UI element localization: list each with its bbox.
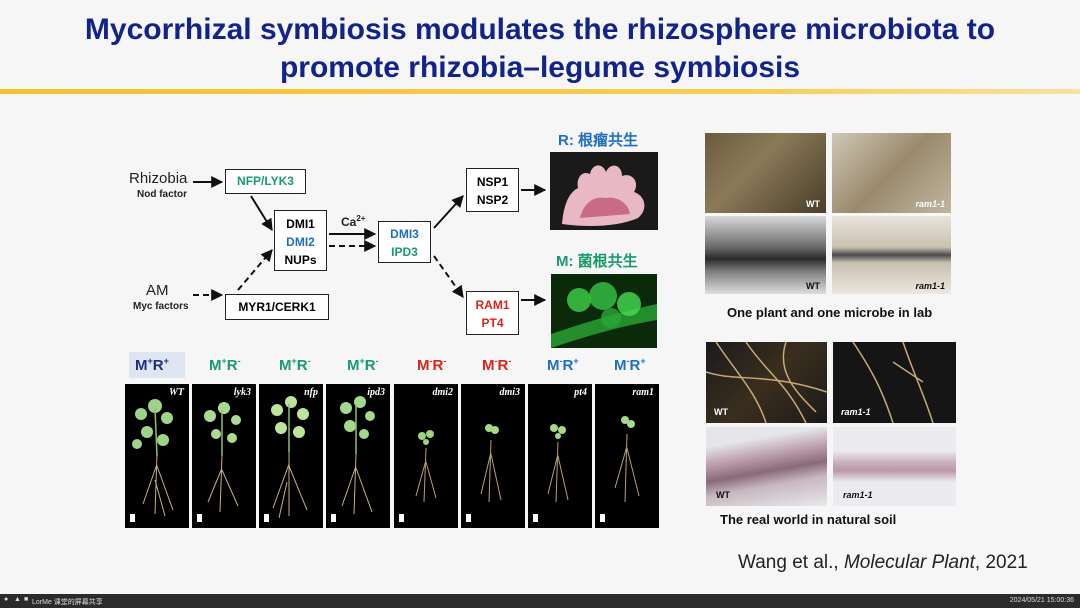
plant-label: ipd3 <box>367 387 385 398</box>
photo-label-wt: WT <box>716 490 730 500</box>
plant-panel-wt: WT <box>125 384 189 528</box>
plant-label: pt4 <box>574 387 587 398</box>
arrow-dmi3-nsp <box>433 195 464 229</box>
rhizobia-label: Rhizobia <box>129 170 188 187</box>
plant-label: nfp <box>304 387 318 398</box>
photo-label-wt: WT <box>806 199 820 209</box>
datetime: 2024/05/21 15:00:36 <box>1009 597 1074 604</box>
pathway-arrows <box>193 176 547 306</box>
plant-label: ram1 <box>632 387 654 398</box>
plant-label: WT <box>169 387 184 398</box>
dmi2-label: DMI2 <box>286 235 315 249</box>
dmi1-dmi2-nups-box: DMI1 DMI2 NUPs <box>274 210 327 271</box>
nsp1-nsp2-box: NSP1 NSP2 <box>466 168 519 212</box>
myc-factors-label: Myc factors <box>133 301 189 312</box>
genotype-label-1: M+R+ <box>135 356 169 374</box>
slide: Mycorrhizal symbiosis modulates the rhiz… <box>0 13 1080 574</box>
genotype-label-2: M+R- <box>209 356 241 374</box>
genotype-label-6: M-R- <box>482 356 512 374</box>
calcium-label: Ca2+ <box>341 214 365 229</box>
lab-photo-wt-section: WT <box>705 216 826 294</box>
scale-bar <box>264 514 269 522</box>
citation-authors: Wang et al., <box>738 552 844 573</box>
taskbar: ● ▲ ■ LorMe 课堂的屏幕共享 2024/05/21 15:00:36 <box>0 594 1080 608</box>
arrow-nfp-dmi1 <box>250 195 273 232</box>
soil-photo-ram1-roots: ram1-1 <box>833 342 956 423</box>
scale-bar <box>130 514 135 522</box>
am-label: AM <box>146 282 169 299</box>
mycorrhiza-image <box>551 274 657 348</box>
dmi1-label: DMI1 <box>286 217 315 231</box>
genotype-label-8: M-R+ <box>614 356 646 374</box>
shield-icon[interactable]: ■ <box>24 596 29 603</box>
soil-photo-wt-section: WT <box>706 427 827 506</box>
nodule-image <box>550 152 658 230</box>
soil-photo-ram1-section: ram1-1 <box>833 427 956 506</box>
plant-label: lyk3 <box>233 387 251 398</box>
photo-label-ram1: ram1-1 <box>915 199 945 209</box>
lab-photo-ram1-section: ram1-1 <box>832 216 951 294</box>
plant-label: dmi2 <box>432 387 453 398</box>
nsp1-label: NSP1 <box>476 175 509 189</box>
person-icon[interactable]: ● <box>4 596 9 603</box>
genotype-label-7: M-R+ <box>547 356 579 374</box>
slide-title-line2: promote rhizobia–legume symbiosis <box>279 51 801 84</box>
photo-label-wt: WT <box>806 281 820 291</box>
scale-bar <box>331 514 336 522</box>
arrow-myr1-dmi1 <box>237 249 273 291</box>
dmi3-ipd3-box: DMI3 IPD3 <box>378 221 431 263</box>
soil-photo-wt-roots: WT <box>706 342 827 423</box>
genotype-highlight <box>129 352 185 378</box>
genotype-label-4: M+R- <box>347 356 379 374</box>
myr1-cerk1-box: MYR1/CERK1 <box>225 294 329 320</box>
scale-bar <box>399 514 404 522</box>
nod-factor-label: Nod factor <box>137 189 187 200</box>
microphone-icon[interactable]: ▲ <box>14 596 21 603</box>
ram1-pt4-box: RAM1 PT4 <box>466 291 519 335</box>
app-label[interactable]: LorMe 课堂的屏幕共享 <box>32 599 103 606</box>
plant-panel-lyk3: lyk3 <box>192 384 256 528</box>
nsp2-label: NSP2 <box>476 193 509 207</box>
nodule-symbiosis-label: R: 根瘤共生 <box>558 132 638 149</box>
plant-panel-pt4: pt4 <box>528 384 592 528</box>
plant-panel-dmi2: dmi2 <box>394 384 458 528</box>
pt4-label: PT4 <box>481 316 504 330</box>
photo-label-ram1: ram1-1 <box>841 407 871 417</box>
photo-label-ram1: ram1-1 <box>843 490 873 500</box>
scale-bar <box>533 514 538 522</box>
citation-journal: Molecular Plant <box>843 552 975 573</box>
photo-label-ram1: ram1-1 <box>915 281 945 291</box>
plant-panel-dmi3: dmi3 <box>461 384 525 528</box>
lab-caption: One plant and one microbe in lab <box>727 305 933 320</box>
genotype-label-5: M-R- <box>417 356 447 374</box>
photo-label-wt: WT <box>714 407 728 417</box>
calcium-superscript: 2+ <box>356 214 366 223</box>
lab-photo-ram1-roots: ram1-1 <box>832 133 951 213</box>
scale-bar <box>600 514 605 522</box>
nfp-lyk3-box: NFP/LYK3 <box>225 169 306 194</box>
genotype-label-3: M+R- <box>279 356 311 374</box>
scale-bar <box>197 514 202 522</box>
dmi3-label: DMI3 <box>390 227 419 241</box>
citation-year: , 2021 <box>974 552 1028 573</box>
soil-caption: The real world in natural soil <box>720 512 897 527</box>
slide-title-line1: Mycorrhizal symbiosis modulates the rhiz… <box>84 13 996 46</box>
citation: Wang et al., Molecular Plant, 2021 <box>738 552 1028 574</box>
ram1-label: RAM1 <box>475 298 510 312</box>
title-underline <box>0 89 1080 94</box>
plant-panel-nfp: nfp <box>259 384 323 528</box>
calcium-text: Ca <box>341 215 357 229</box>
nups-label: NUPs <box>284 253 317 267</box>
lab-photo-wt-roots: WT <box>705 133 826 213</box>
arrow-dmi3-ram1 <box>433 255 464 298</box>
mycorrhiza-symbiosis-label: M: 菌根共生 <box>556 253 638 270</box>
plant-panel-ram1: ram1 <box>595 384 659 528</box>
ipd3-label: IPD3 <box>391 245 418 259</box>
plant-panel-ipd3: ipd3 <box>326 384 390 528</box>
scale-bar <box>466 514 471 522</box>
plant-label: dmi3 <box>499 387 520 398</box>
